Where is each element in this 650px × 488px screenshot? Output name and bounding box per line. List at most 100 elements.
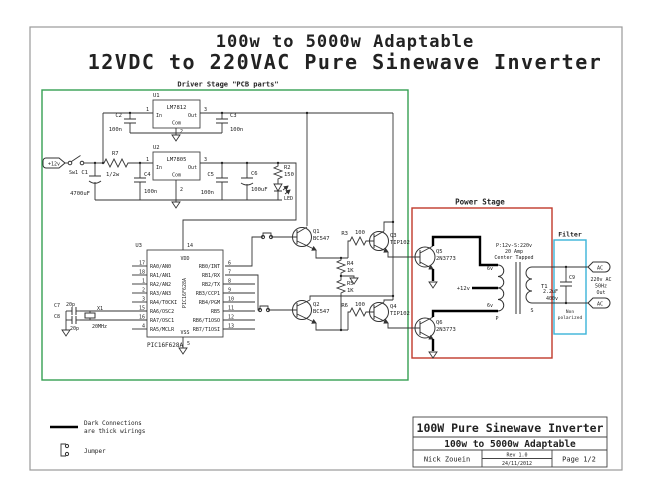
q4-collector-wire (383, 299, 393, 302)
q3-collector-wire (383, 221, 393, 231)
power-stage-box (411, 207, 553, 359)
pin-num-15: 15 (139, 306, 145, 312)
pin-rb4: RB4/PGM (199, 300, 220, 306)
u2-pin-out: Out (188, 165, 197, 171)
q4-ref: Q4 (390, 304, 397, 310)
t1-spec2: 20 Amp (505, 249, 523, 255)
pin-ra3: RA3/AN3 (150, 291, 171, 297)
c1-value: 4700uF (70, 191, 90, 197)
output-desc3: Out (596, 290, 605, 296)
x1-freq: 20MHz (92, 324, 107, 330)
q3-part: TIP102 (390, 240, 410, 246)
x1-ref: X1 (97, 306, 103, 312)
q2-emitter-wire (315, 323, 348, 331)
rb0-to-q1-wire (225, 236, 263, 267)
q6-transistor: Q6 2N3773 (414, 316, 456, 340)
driver-stage-label: Driver Stage "PCB parts" (177, 81, 278, 89)
r6-ref: R6 (341, 303, 348, 309)
t1-ref: T1 (541, 284, 548, 290)
q3-emitter-wire (387, 252, 420, 258)
output-desc1: 220v AC (590, 277, 611, 283)
r2-resistor: R2 150 (272, 161, 294, 184)
ac-top-label: AC (597, 266, 603, 272)
pin-ra1: RA1/AN1 (150, 273, 171, 279)
legend: Dark Connections are thick wirings Jumpe… (50, 420, 146, 457)
u1-pin-in: In (156, 113, 162, 119)
title-block-title: 100W Pure Sinewave Inverter (417, 421, 604, 435)
c7-value: 20p (66, 302, 75, 308)
r4-value: 1K (347, 268, 354, 274)
c3-capacitor: C3 100n (216, 111, 243, 133)
t1-winding-bottom: 6v (487, 303, 493, 309)
r4-resistor: R4 1K (335, 256, 354, 278)
c2-value: 100n (109, 127, 122, 133)
pin-num-7: 7 (228, 270, 231, 276)
legend-line2: are thick wirings (84, 428, 146, 435)
pin-num-9: 9 (228, 288, 231, 294)
title-block-date: 24/11/2012 (502, 461, 532, 467)
ground-icon (171, 134, 181, 142)
pin-num-8: 8 (228, 279, 231, 285)
center-tap-label: +12v (457, 286, 471, 292)
page-title-line2: 12VDC to 220VAC Pure Sinewave Inverter (88, 50, 603, 74)
t1-winding-top: 6v (487, 266, 493, 272)
u2-regulator: U2 LM7805 In Out Com 1 3 2 (146, 145, 207, 200)
r3-value: 100 (355, 230, 365, 236)
t1-spec1: P:12v-S:220v (496, 243, 532, 249)
q5-part: 2N3773 (436, 256, 456, 262)
u1-ref: U1 (153, 93, 160, 99)
mcu-right-pins: RB0/INT RB1/RX RB2/TX RB3/CCP1 RB4/PGM R… (193, 261, 255, 333)
rb1-to-q2-wire (225, 274, 260, 311)
pin-ra2: RA2/AN2 (150, 282, 171, 288)
q1-transistor: Q1 BC547 (292, 226, 330, 251)
ground-icon (171, 200, 181, 209)
ground-icon (428, 281, 438, 289)
c9-ref: C9 (569, 275, 575, 281)
switch-label: Sw1 (69, 170, 78, 176)
legend-jumper-label: Jumper (84, 448, 106, 455)
output-desc2: 50Hz (595, 284, 607, 290)
c7-ref: C7 (54, 303, 60, 309)
power-stage-label: Power Stage (455, 198, 505, 207)
q6-part: 2N3773 (436, 327, 456, 333)
pin-num-16: 16 (139, 315, 145, 321)
r4-ref: R4 (347, 261, 354, 267)
c2-ref: C2 (115, 113, 122, 119)
pin-ra0: RA0/AN0 (150, 264, 171, 270)
pin-num-17: 17 (139, 261, 145, 267)
q5-collector-thick-wire (431, 235, 498, 267)
ground-icon (349, 277, 359, 285)
page-frame (29, 26, 623, 471)
c9-capacitor: C9 2.2uF 400v Non polarized (543, 265, 583, 321)
pin-num-13: 13 (228, 324, 234, 330)
q2-collector-wire (309, 295, 393, 300)
ac-output-terminal-top: AC (587, 261, 611, 273)
title-block-author: Nick Zouein (424, 456, 470, 464)
jumper-icon (257, 305, 271, 313)
ground-icon (428, 351, 438, 359)
u2-pin1-num: 1 (146, 157, 149, 163)
c9-note2: polarized (558, 315, 583, 321)
pin-rb6: RB6/T1OSO (193, 318, 220, 324)
jumper-icon (260, 232, 274, 240)
pin-rb0: RB0/INT (199, 264, 220, 270)
mcu-part-label: PIC16F628A (147, 342, 184, 349)
u2-ref: U2 (153, 145, 160, 151)
u1-pin-com: Com (172, 121, 181, 127)
u1-part: LM7812 (167, 105, 187, 111)
u1-regulator: U1 LM7812 In Out Com 1 3 2 (146, 93, 207, 135)
pin-rb7: RB7/T1OSI (193, 327, 220, 333)
power-switch: Sw1 (65, 155, 100, 176)
pin-rb1: RB1/RX (202, 273, 220, 279)
q1-emitter-wire (315, 250, 348, 259)
q4-part: TIP102 (390, 311, 410, 317)
c1-ref: C1 (81, 170, 88, 176)
c9-note1: Non (566, 309, 574, 315)
c5-capacitor: C5 100n (201, 161, 228, 200)
t1-primary-label: P (495, 316, 498, 322)
mcu-vdd: VDD (180, 256, 189, 262)
pin-rb3: RB3/CCP1 (196, 291, 220, 297)
t1-transformer: P:12v-S:220v 20 Amp Center Tapped 6v 6v … (487, 243, 548, 322)
ac-output-terminal-bottom: AC (587, 297, 611, 309)
pin-rb5: RB5 (211, 309, 220, 315)
